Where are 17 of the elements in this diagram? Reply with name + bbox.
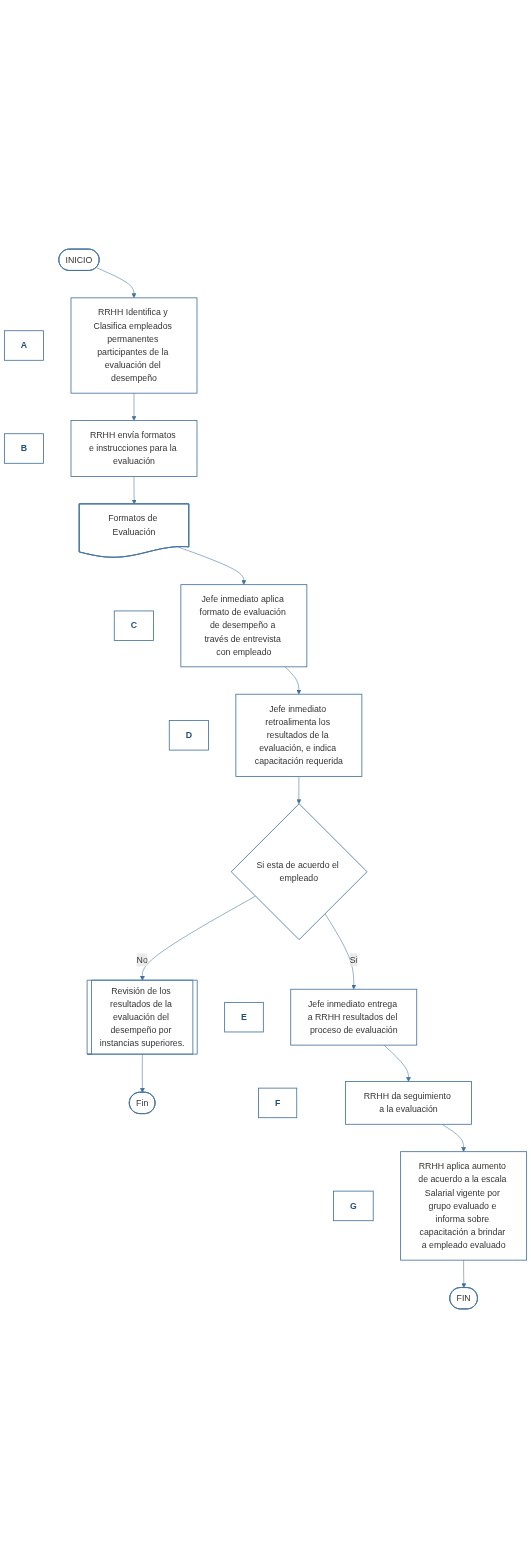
node-box: C [113,610,154,641]
edge-label: No [136,955,148,965]
edge-label: Si [349,955,358,965]
node-box: G [333,1190,374,1222]
node-box: Jefe inmediato aplica formato de evaluación de desempeño a través de entrevista con empleado [180,584,308,668]
node-box: Jefe inmediato entrega a RRHH resultados del proceso de evaluación [290,988,418,1046]
node-box: B [3,433,44,464]
node-box: Jefe inmediato retroalimenta los resultados de la evaluación, e indica capacitación requerida [235,693,363,777]
node-box: A [3,330,44,361]
node-diamond: Si esta de acuerdo el empleado [230,803,368,941]
node-box: RRHH da seguimiento a la evaluación [345,1081,472,1125]
node-box: RRHH envía formatos e instrucciones para la evaluación [70,420,198,477]
node-box: D [168,720,209,751]
node-box: RRHH aplica aumento de acuerdo a la escala Salarial vigente por grupo evaluado e informa sobre capacitación a brindar a empleado evaluado [400,1151,528,1261]
node-box: RRHH Identifica y Clasifica empleados permanentes participantes de la evaluación del desempeño [70,297,198,394]
node-box: E [224,1002,264,1033]
node-box: F [258,1087,298,1119]
